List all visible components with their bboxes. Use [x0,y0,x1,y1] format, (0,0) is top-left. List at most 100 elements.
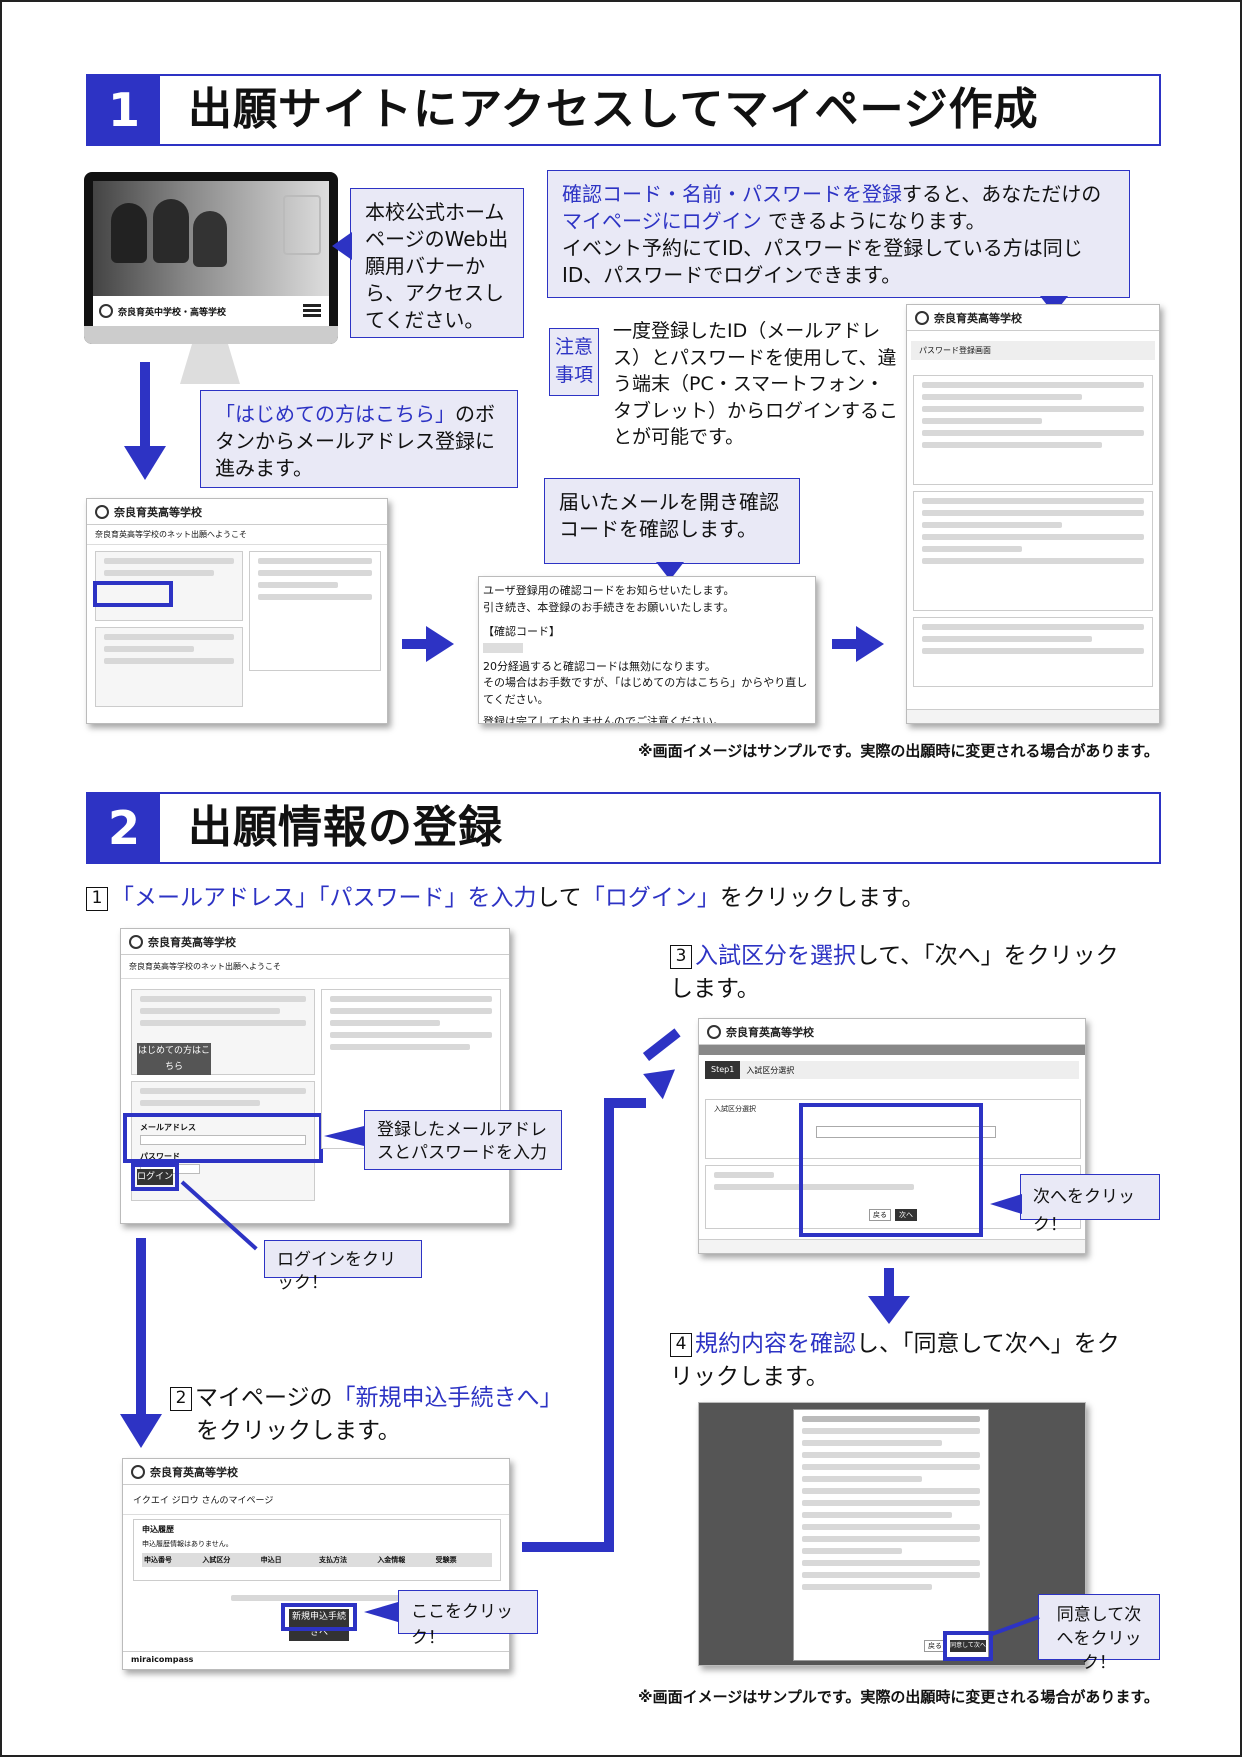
col-header: 申込日 [260,1556,282,1564]
mail-callout: 届いたメールを開き確認コードを確認します。 [544,478,800,564]
monitor-stand [180,344,240,384]
school-logo-icon [95,504,109,519]
callout-pointer [364,1602,398,1622]
progress-steps-bar [699,1045,1085,1055]
text-fragment: のボタンからメールアドレス登録に進みます。 [215,402,495,480]
mail-line: 登録は完了しておりませんのでご注意ください。 [483,715,725,724]
school-logo-icon [129,934,143,949]
step-number-box: 4 [670,1333,692,1357]
shot-school-name: 奈良育英高等学校 [934,311,1022,325]
history-title: 申込履歴 [142,1525,174,1534]
monitor-frame: 奈良育英中学校・高等学校 [84,172,338,344]
arrow-shaft [884,1268,894,1298]
first-time-callout: 「はじめての方はこちら」のボタンからメールアドレス登録に進みます。 [200,390,518,488]
school-crest-icon [283,195,321,255]
arrow-shaft [642,1028,681,1061]
highlight-select: 入試区分を選択 [695,943,856,969]
highlight-frame [123,1113,323,1163]
col-header: 入金情報 [377,1556,406,1564]
step1-instruction: 1「メールアドレス」「パスワード」を入力して「ログイン」をクリックします。 [86,882,925,915]
arrow-shaft [136,1238,146,1418]
highlight-terms: 規約内容を確認 [695,1331,856,1357]
mypage-user: イクエイ ジロウ さんのマイページ [123,1485,509,1515]
arrow-right-icon [426,626,454,662]
section1-header: 1 出願サイトにアクセスしてマイページ作成 [86,74,1161,146]
terms-modal: 戻る 同意して次へ [793,1409,989,1661]
monitor-callout: 本校公式ホームページのWeb出願用バナーから、アクセスしてください。 [350,188,524,338]
text-fragment: をクリックします。 [196,1418,401,1445]
first-time-button[interactable]: はじめての方はこちら [137,1043,211,1075]
hero-school-name: 奈良育英中学校・高等学校 [118,307,227,318]
login-click-callout: ログインをクリック！ [264,1240,422,1293]
hero-banner-bar: 奈良育英中学校・高等学校 [93,296,329,326]
shot-school-name: 奈良育英高等学校 [150,1465,238,1479]
col-header: 支払方法 [318,1556,347,1564]
shot-header: 奈良育英高等学校 [87,499,387,525]
register-screenshot: 奈良育英高等学校 パスワード登録画面 [906,304,1160,724]
highlight-input: 「メールアドレス」「パスワード」を入力 [111,885,537,911]
school-logo-icon [707,1024,721,1039]
arrow-right-icon [643,1056,685,1100]
section2-header: 2 出願情報の登録 [86,792,1161,864]
agree-next-button[interactable]: 同意して次へ [950,1640,986,1652]
next-callout: 次へをクリック！ [1020,1174,1160,1235]
mail-line: ユーザ登録用の確認コードをお知らせいたします。 [483,584,735,597]
new-application-button[interactable]: 新規申込手続きへ [289,1609,349,1641]
step-badge: Step1 [705,1061,741,1079]
exam-category-select[interactable] [816,1126,996,1138]
text-fragment: できるようになります。 [767,209,986,233]
monitor-screen: 奈良育英中学校・高等学校 [93,181,329,326]
shot-school-name: 奈良育英高等学校 [114,505,202,519]
arrow-down-icon [868,1296,910,1324]
col-header: 申込番号 [144,1556,172,1564]
step-title: 入試区分選択 [746,1065,795,1075]
no-history: 申込履歴情報はありません。 [142,1540,233,1548]
shot-header: 奈良育英高等学校 [121,929,509,955]
input-callout: 登録したメールアドレスとパスワードを入力 [364,1110,562,1170]
arrow-shaft [604,1098,646,1108]
login-button[interactable]: ログイン [137,1169,173,1185]
shot-welcome: 奈良育英高等学校のネット出願へようこそ [87,525,387,545]
blurred-code [483,642,523,653]
shot-register-title: パスワード登録画面 [911,341,1155,360]
mail-screenshot: ユーザ登録用の確認コードをお知らせいたします。 引き続き、本登録のお手続きをお願… [478,576,816,724]
agree-callout: 同意して次へをクリック！ [1038,1594,1160,1673]
section1-disclaimer: ※画面イメージはサンプルです。実際の出願時に変更される場合があります。 [638,742,1159,760]
history-table-header: 申込番号 入試区分 申込日 支払方法 入金情報 受験票 [142,1553,492,1567]
col-header: 受験票 [435,1556,457,1564]
shot-school-name: 奈良育英高等学校 [148,935,236,949]
welcome-screenshot: 奈良育英高等学校 奈良育英高等学校のネット出願へようこそ [86,498,388,724]
arrow-down-icon [124,446,166,480]
col-header: 入試区分 [202,1556,231,1564]
mail-line: 【確認コード】 [483,625,560,638]
arrow-shaft [522,1542,614,1552]
mypage-info-callout: 確認コード・名前・パスワードを登録すると、あなただけの マイページにログイン で… [547,170,1130,298]
callout-pointer [656,562,684,580]
text-fragment: をクリックします。 [719,885,925,911]
email-label: メールアドレス [140,1123,196,1132]
highlight-login: 「ログイン」 [581,885,720,911]
back-button[interactable]: 戻る [869,1209,891,1221]
email-field[interactable] [140,1135,306,1145]
section1-number: 1 [88,76,160,144]
step-number-box: 1 [86,887,108,911]
highlight-register: 確認コード・名前・パスワードを登録 [562,182,902,206]
arrow-shaft [604,1098,614,1552]
next-button[interactable]: 次へ [895,1209,917,1221]
highlight-first-time: 「はじめての方はこちら」 [215,402,455,426]
text-fragment: イベント予約にてID、パスワードを登録している方は同じID、パスワードでログイン… [562,236,1083,287]
arrow-down-icon [120,1414,162,1448]
terms-screenshot: 戻る 同意して次へ [698,1402,1086,1666]
section1-title: 出願サイトにアクセスしてマイページ作成 [188,84,1039,135]
arrow-right-icon [856,626,884,662]
step-number-box: 3 [670,945,692,969]
school-logo-icon [99,304,113,318]
shot-header: 奈良育英高等学校 [123,1459,509,1485]
callout-pointer [990,1194,1022,1214]
hamburger-menu-icon[interactable] [303,304,321,317]
highlight-frame [799,1103,983,1237]
shot-footer: miraicompass [123,1651,509,1669]
section2-disclaimer: ※画面イメージはサンプルです。実際の出願時に変更される場合があります。 [638,1688,1159,1706]
